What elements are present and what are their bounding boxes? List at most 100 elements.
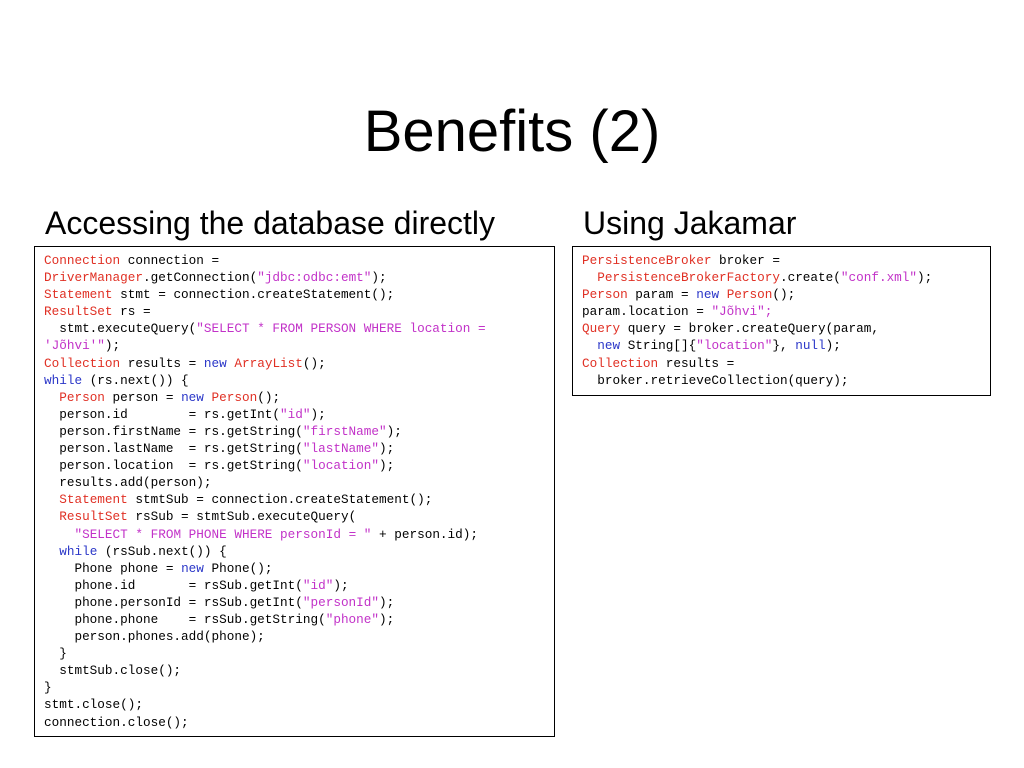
code-line: person.phones.add(phone); xyxy=(44,628,546,645)
code-text-token: broker.retrieveCollection(query); xyxy=(582,372,849,388)
code-text-token: Phone phone = xyxy=(44,560,182,576)
code-text-token: param = xyxy=(627,287,697,303)
code-type-token: Collection xyxy=(44,355,121,371)
code-text-token: ); xyxy=(379,458,395,474)
code-text-token: (rsSub.next()) { xyxy=(97,543,227,559)
code-string-token: "SELECT * FROM PHONE WHERE personId = " xyxy=(74,526,372,542)
code-text-token: person.lastName = rs.getString( xyxy=(44,441,303,457)
code-string-token: "jdbc:odbc:emt" xyxy=(257,270,372,286)
code-text-token xyxy=(44,509,59,524)
code-text-token: rsSub = stmtSub.executeQuery( xyxy=(127,509,357,525)
code-line: } xyxy=(44,645,546,662)
code-text-token: + person.id); xyxy=(371,526,478,542)
code-text-token: stmtSub = connection.createStatement(); xyxy=(127,492,433,508)
code-type-token: Statement xyxy=(44,287,113,303)
code-text-token: ); xyxy=(371,270,387,286)
code-line: Person person = new Person(); xyxy=(44,389,546,406)
slide-title: Benefits (2) xyxy=(363,99,661,164)
code-type-token: PersistenceBrokerFactory xyxy=(597,270,780,286)
code-line: DriverManager.getConnection("jdbc:odbc:e… xyxy=(44,269,546,286)
code-type-token: Person xyxy=(726,287,773,303)
code-type-token: ArrayList xyxy=(234,355,303,371)
code-text-token: stmt.close(); xyxy=(44,697,143,713)
code-text-token xyxy=(719,287,727,302)
code-keyword-token: new xyxy=(181,560,204,576)
code-type-token: ResultSet xyxy=(59,509,128,525)
code-line: stmt.executeQuery("SELECT * FROM PERSON … xyxy=(44,320,546,337)
code-line: Collection results = xyxy=(582,355,982,372)
jakamar-code-block: PersistenceBroker broker = PersistenceBr… xyxy=(572,246,991,396)
code-line: stmt.close(); xyxy=(44,696,546,713)
code-text-token: ); xyxy=(310,406,326,422)
code-text-token: person.phones.add(phone); xyxy=(44,629,265,645)
code-string-token: "location" xyxy=(302,458,380,474)
code-string-token: "firstName" xyxy=(302,423,387,439)
code-type-token: PersistenceBroker xyxy=(582,253,712,268)
code-text-token: ); xyxy=(825,338,841,354)
code-text-token: rs = xyxy=(112,304,151,320)
code-type-token: Person xyxy=(59,389,105,405)
code-text-token: Phone(); xyxy=(203,560,273,576)
code-type-token: Connection xyxy=(44,253,121,268)
code-text-token: (); xyxy=(257,389,281,405)
code-text-token: } xyxy=(44,646,67,662)
code-line: while (rsSub.next()) { xyxy=(44,543,546,560)
code-line: Query query = broker.createQuery(param, xyxy=(582,320,982,337)
code-line: broker.retrieveCollection(query); xyxy=(582,372,982,389)
code-line: Statement stmt = connection.createStatem… xyxy=(44,286,546,303)
right-column-heading: Using Jakamar xyxy=(583,205,797,241)
direct-db-code-block: Connection connection =DriverManager.get… xyxy=(34,246,555,737)
code-text-token: query = broker.createQuery(param, xyxy=(620,321,879,337)
code-line: 'Jõhvi'"); xyxy=(44,337,546,354)
code-text-token: (); xyxy=(772,287,796,303)
code-text-token: stmt.executeQuery( xyxy=(44,321,197,337)
code-text-token: person.id = rs.getInt( xyxy=(44,406,281,422)
code-line: stmtSub.close(); xyxy=(44,662,546,679)
code-line: while (rs.next()) { xyxy=(44,372,546,389)
code-keyword-token: new xyxy=(181,389,204,405)
code-line: Statement stmtSub = connection.createSta… xyxy=(44,491,546,508)
code-keyword-token: new xyxy=(696,287,720,303)
code-line: PersistenceBrokerFactory.create("conf.xm… xyxy=(582,269,982,286)
code-text-token: stmtSub.close(); xyxy=(44,663,182,679)
code-line: "SELECT * FROM PHONE WHERE personId = " … xyxy=(44,526,546,543)
code-string-token: "id" xyxy=(280,406,311,422)
code-text-token xyxy=(582,338,597,353)
code-text-token: ); xyxy=(379,441,395,457)
code-line: ResultSet rs = xyxy=(44,303,546,320)
code-text-token xyxy=(44,390,59,405)
code-type-token: Person xyxy=(211,389,258,405)
code-text-token: ); xyxy=(379,611,395,627)
code-text-token: ); xyxy=(333,577,349,593)
code-text-token: person = xyxy=(104,389,182,405)
code-string-token: "conf.xml" xyxy=(840,270,918,286)
left-column-heading: Accessing the database directly xyxy=(45,205,496,241)
code-text-token: (); xyxy=(302,355,326,371)
code-text-token xyxy=(204,390,212,405)
code-keyword-token: new xyxy=(203,355,227,371)
code-text-token: person.location = rs.getString( xyxy=(44,458,303,474)
code-text-token: results = xyxy=(658,355,735,371)
code-text-token xyxy=(582,270,597,285)
code-string-token: "personId" xyxy=(302,594,380,610)
code-text-token: results.add(person); xyxy=(44,475,212,491)
code-line: person.id = rs.getInt("id"); xyxy=(44,406,546,423)
code-text-token: param.location = xyxy=(582,304,712,320)
code-text-token: phone.id = rsSub.getInt( xyxy=(44,577,303,593)
code-text-token: phone.phone = rsSub.getString( xyxy=(44,611,326,627)
code-line: } xyxy=(44,679,546,696)
code-type-token: Statement xyxy=(59,492,128,508)
code-line: person.location = rs.getString("location… xyxy=(44,457,546,474)
code-text-token: results = xyxy=(120,355,204,371)
code-string-token: 'Jõhvi'" xyxy=(44,338,105,354)
code-text-token xyxy=(44,544,59,559)
code-keyword-token: null xyxy=(795,338,826,354)
code-line: phone.phone = rsSub.getString("phone"); xyxy=(44,611,546,628)
code-text-token: (rs.next()) { xyxy=(82,372,189,388)
code-string-token: "Jõhvi"; xyxy=(711,304,773,320)
code-line: Collection results = new ArrayList(); xyxy=(44,355,546,372)
code-text-token: ); xyxy=(917,270,933,286)
code-text-token: connection.close(); xyxy=(44,714,189,730)
code-line: connection.close(); xyxy=(44,714,546,731)
code-keyword-token: while xyxy=(59,543,98,559)
